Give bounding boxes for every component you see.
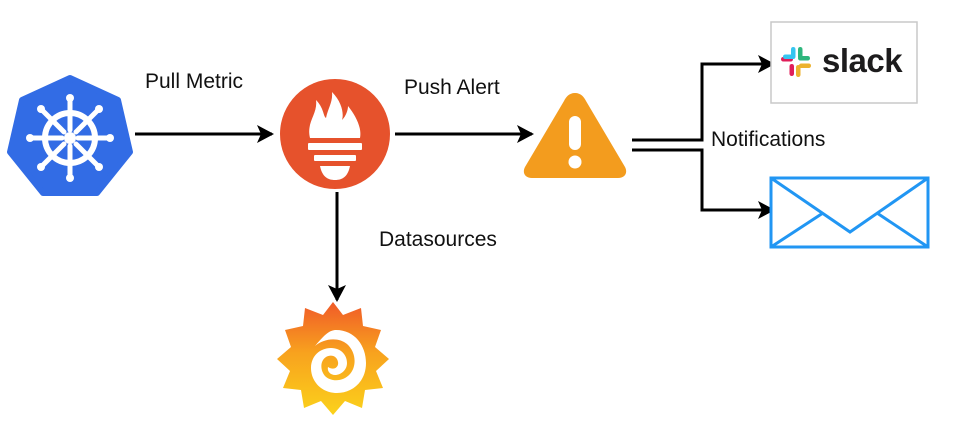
datasources-label: Datasources [379,228,497,251]
notifications-label: Notifications [711,128,826,151]
slack-wordmark: slack [822,42,903,79]
push-alert-label: Push Alert [404,76,500,99]
pull-metric-label: Pull Metric [145,70,244,93]
connector-notify-upper [632,55,775,142]
connector-notify-lower [632,148,775,219]
